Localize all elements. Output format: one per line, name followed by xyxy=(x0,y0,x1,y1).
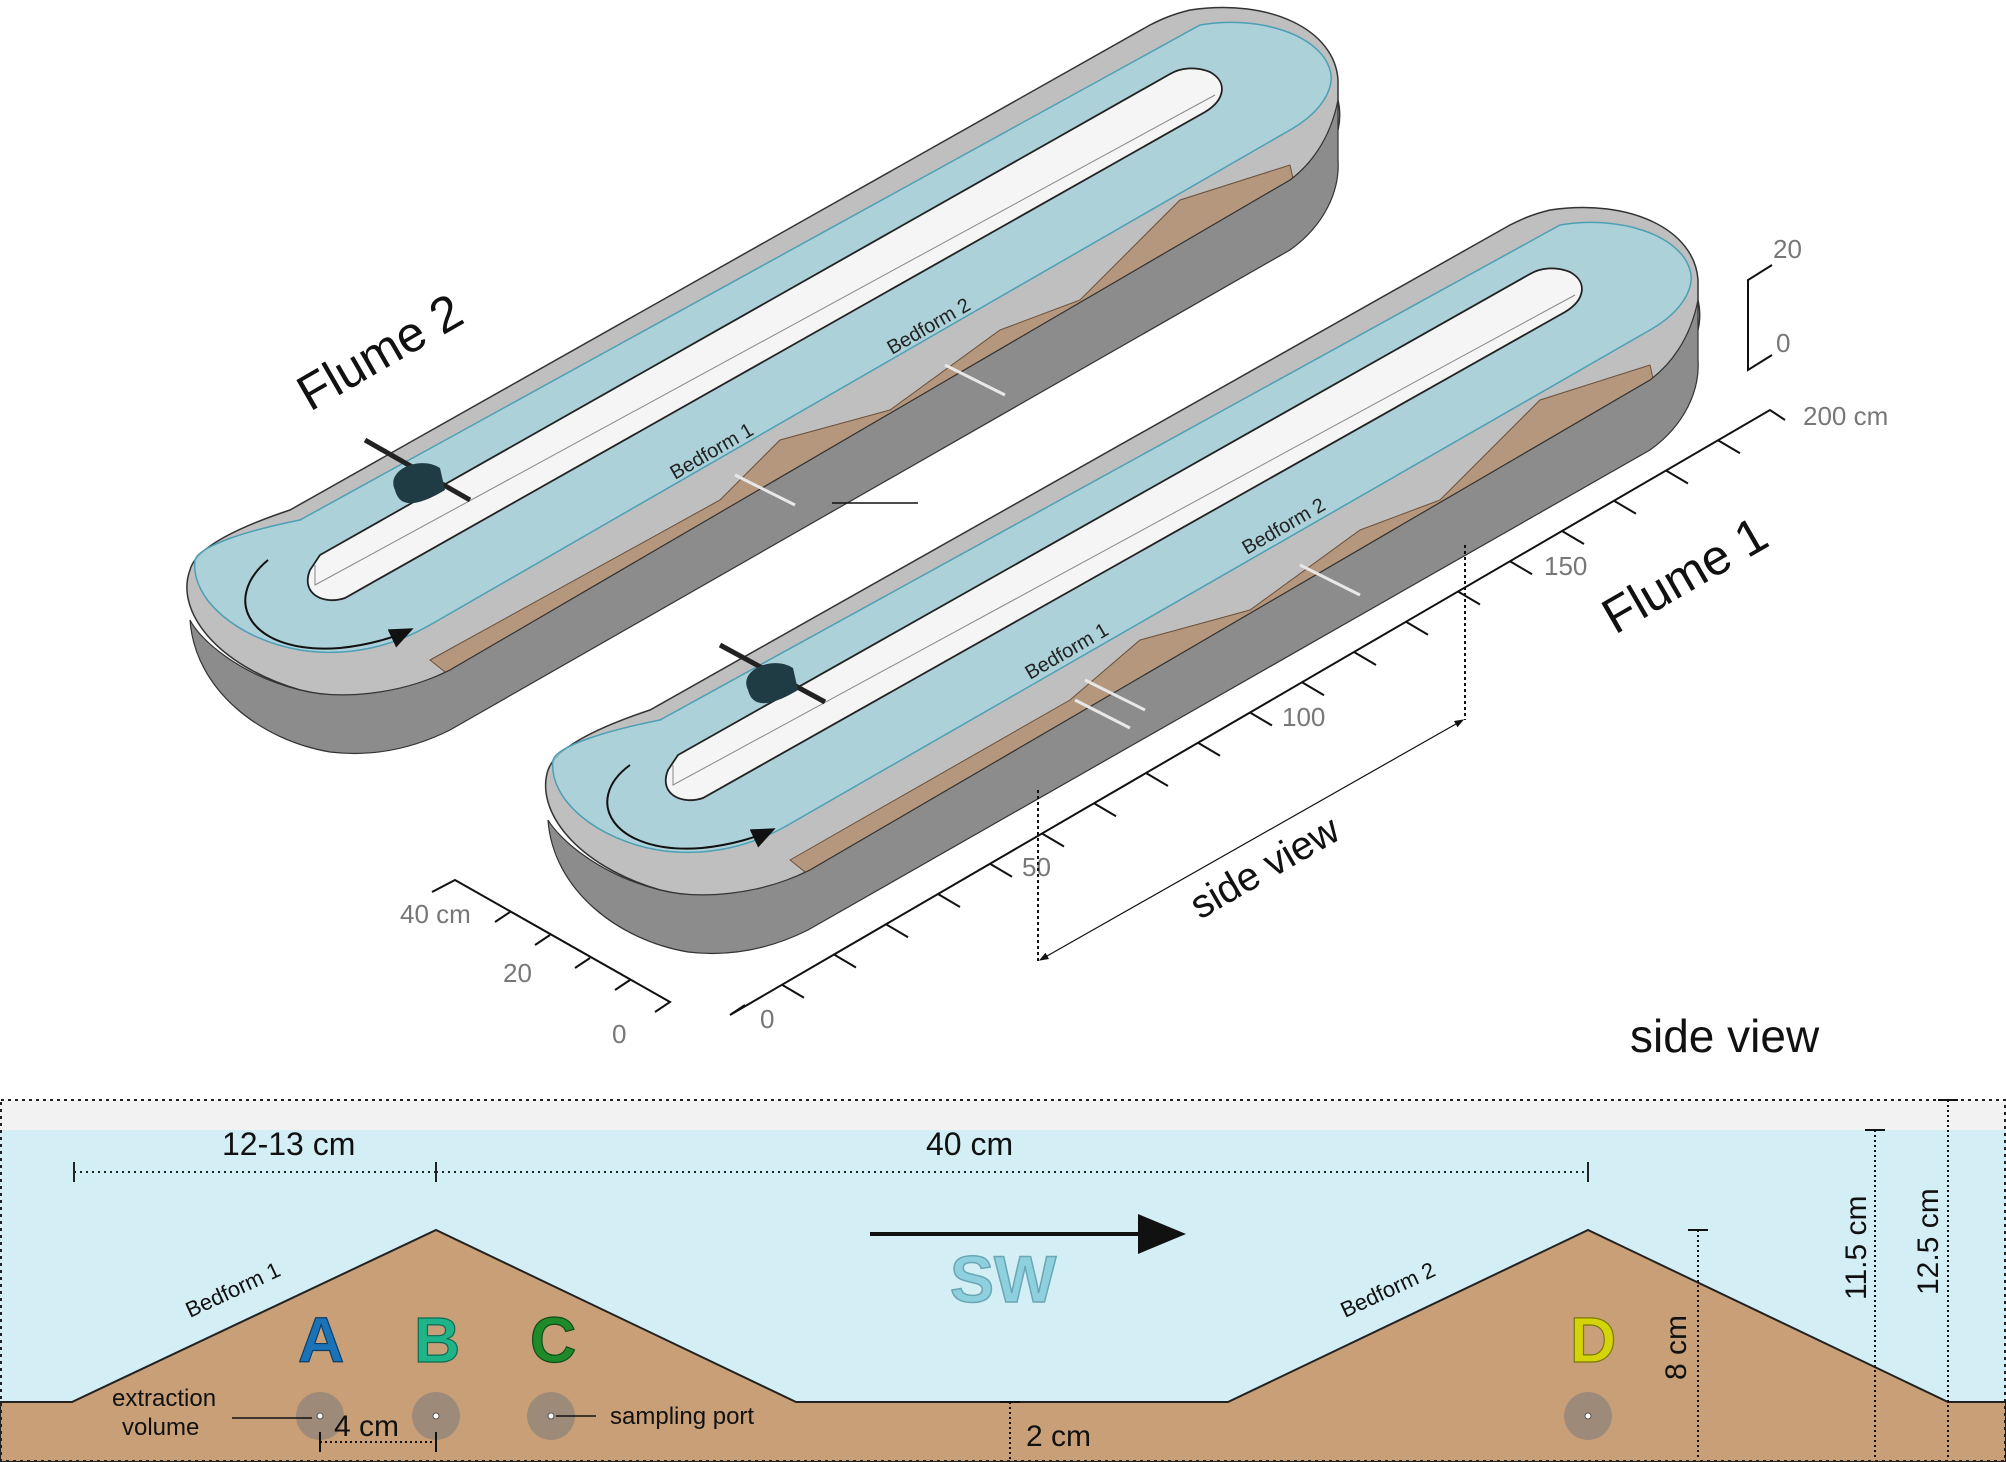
length-tick-100: 100 xyxy=(1282,702,1325,732)
sampling-port-label: sampling port xyxy=(610,1403,754,1430)
dim-crest-offset: 12-13 cm xyxy=(222,1126,355,1162)
length-axis-tick xyxy=(1405,620,1429,636)
port-C-label: C xyxy=(530,1304,576,1376)
flume-2-paddle xyxy=(393,463,445,504)
length-axis-tick xyxy=(1613,499,1637,515)
extraction-volume-label-line1: extraction xyxy=(112,1385,216,1412)
flume-1-divider xyxy=(665,267,1583,802)
width-tick-20: 20 xyxy=(503,958,532,988)
length-axis-tick xyxy=(1249,711,1273,727)
length-axis-tick xyxy=(1717,439,1741,455)
length-axis-tick xyxy=(989,862,1013,878)
flume-1-title: Flume 1 xyxy=(1593,506,1777,645)
width-tick-40: 40 cm xyxy=(400,899,471,929)
flume-2-flow-arrow xyxy=(244,559,414,650)
length-axis-tick xyxy=(1301,681,1325,697)
length-axis-tick xyxy=(1457,590,1481,606)
length-axis-tick xyxy=(937,893,961,908)
length-axis-tick xyxy=(1145,772,1169,787)
height-tick-20: 20 xyxy=(1773,234,1802,264)
sampling-port-C xyxy=(547,1412,555,1420)
sampling-port-A xyxy=(316,1412,324,1420)
length-tick-0: 0 xyxy=(760,1004,774,1034)
height-axis xyxy=(1747,264,1773,372)
dim-total-depth: 12.5 cm xyxy=(1912,1188,1945,1295)
dim-crest-spacing: 40 cm xyxy=(926,1126,1013,1162)
height-tick-0: 0 xyxy=(1776,328,1790,358)
length-axis-tick xyxy=(885,923,909,939)
side-view-marker-label: side view xyxy=(1183,807,1348,927)
width-axis xyxy=(431,878,672,1013)
side-view-air xyxy=(0,1100,2006,1130)
length-axis-tick xyxy=(1093,802,1117,818)
side-view-marker xyxy=(1037,545,1466,963)
sampling-port-B xyxy=(432,1412,440,1420)
side-view-sediment xyxy=(0,1228,2006,1462)
dim-bedform-height: 8 cm xyxy=(1660,1315,1693,1380)
dim-base-sediment: 2 cm xyxy=(1026,1420,1091,1453)
length-axis-tick xyxy=(1353,651,1377,666)
dim-port-spacing: 4 cm xyxy=(334,1410,399,1443)
flume-1-flow-arrow xyxy=(606,764,776,850)
flume-1-bottom xyxy=(547,299,1699,955)
sampling-port-D xyxy=(1584,1412,1592,1420)
flume-2-bottom xyxy=(189,99,1339,755)
length-axis-tick xyxy=(781,983,805,999)
length-axis-tick xyxy=(1509,560,1533,576)
length-tick-200: 200 cm xyxy=(1803,401,1888,431)
flume-2-title: Flume 2 xyxy=(288,283,472,422)
length-tick-50: 50 xyxy=(1022,852,1051,882)
length-axis-tick xyxy=(1561,530,1585,545)
port-A-label: A xyxy=(298,1304,344,1376)
port-B-label: B xyxy=(414,1304,460,1376)
side-view-panel: 12-13 cm 40 cm SW Bedform 1 Bedform 2 A … xyxy=(0,1099,2006,1462)
extraction-volume-label-line2: volume xyxy=(122,1414,199,1441)
length-axis-tick xyxy=(1197,741,1221,757)
flume-2-divider xyxy=(307,67,1223,602)
length-axis-tick xyxy=(1041,832,1065,848)
dim-water-depth: 11.5 cm xyxy=(1840,1196,1873,1301)
length-axis-tick xyxy=(833,953,857,969)
length-tick-150: 150 xyxy=(1544,551,1587,581)
flume-1: Flume 1 Bedform 1 Bedform 2 xyxy=(544,206,1777,955)
port-D-label: D xyxy=(1570,1304,1616,1376)
side-view-title: side view xyxy=(1630,1010,1820,1062)
extraction-volumes xyxy=(296,1392,1612,1440)
width-tick-0: 0 xyxy=(612,1019,626,1049)
length-axis-tick xyxy=(1665,469,1689,485)
surface-water-label: SW xyxy=(950,1242,1057,1316)
flume-2: Flume 2 Bedform 1 Bedform 2 xyxy=(186,6,1341,755)
flume-1-paddle xyxy=(746,663,798,704)
